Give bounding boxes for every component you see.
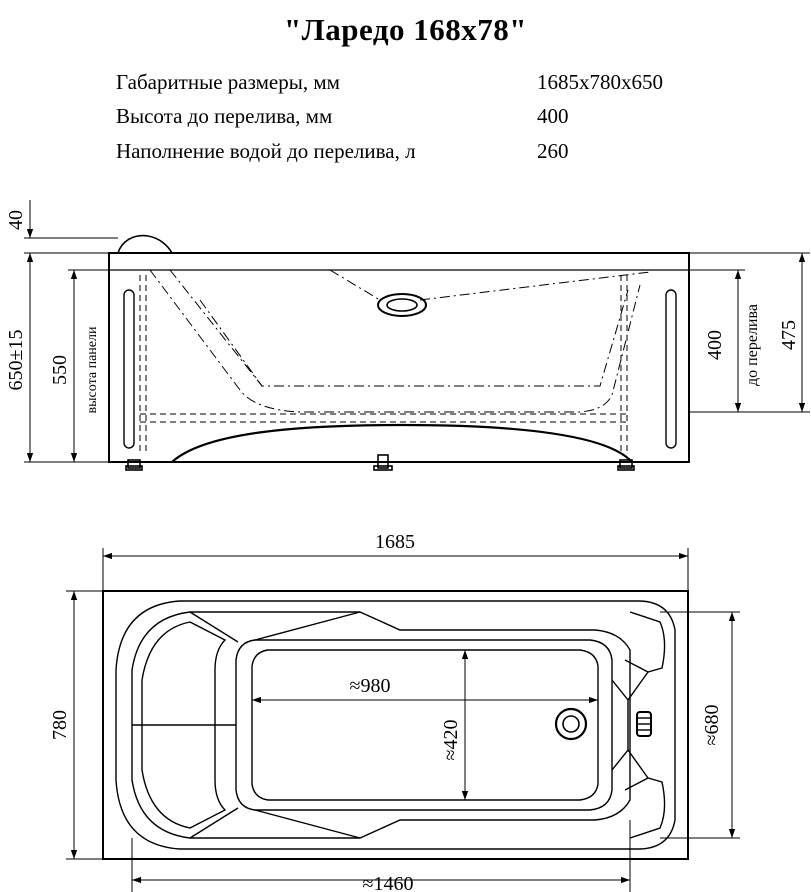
drain-inner (562, 715, 580, 733)
dim-overflow-label: 400 (704, 330, 726, 360)
headrest-right-upper (624, 611, 666, 673)
top-outline (102, 590, 689, 860)
dim-length-label: 1685 (375, 531, 415, 553)
spec-label: Наполнение водой до перелива, л (116, 139, 416, 163)
bath-body-outline (108, 252, 690, 463)
dim-680-label: ≈680 (701, 705, 723, 746)
overflow-drain (377, 293, 427, 317)
headrest-right-lower (624, 777, 666, 839)
panel-height-label: высота панели (85, 326, 100, 413)
top-view (102, 590, 689, 860)
spec-value: 260 (537, 139, 569, 163)
dim-right-label: 475 (778, 320, 800, 350)
spec-label: Габаритные размеры, мм (116, 70, 340, 94)
dim-rim-label: 40 (5, 210, 27, 230)
dim-width-label: 780 (49, 710, 71, 740)
bowl-floor (251, 649, 599, 801)
drain-outer (554, 707, 588, 741)
spec-row-water-volume: Наполнение водой до перелива, л 260 (116, 139, 736, 169)
dim-panel-label: 550 (49, 355, 71, 385)
pillow-right (611, 679, 629, 771)
side-light-right (665, 289, 677, 449)
spec-value: 400 (537, 104, 569, 128)
dim-bottom-length-label: ≈1460 (363, 873, 414, 892)
drawing-title: "Ларедо 168x78" (283, 12, 528, 47)
overflow-label: до перелива (744, 304, 761, 386)
dim-total-height-label: 650±15 (5, 330, 27, 391)
inner-bowl (149, 269, 651, 413)
top-dimensions (66, 548, 740, 892)
overflow-drain-inner (386, 298, 418, 312)
dim-inner-length-label: ≈980 (350, 675, 391, 697)
frame-legs (139, 275, 628, 455)
bowl-bottom (235, 639, 613, 811)
side-light-left (123, 289, 135, 449)
support-feet (125, 454, 635, 471)
spec-value: 1685x780x650 (537, 70, 663, 94)
headrest-profile (117, 234, 173, 254)
spec-row-dimensions: Габаритные размеры, мм 1685x780x650 (116, 70, 736, 100)
bottom-arc (171, 423, 633, 463)
side-dimensions (24, 200, 810, 463)
backrest-left (141, 621, 227, 829)
spec-row-overflow-height: Высота до перелива, мм 400 (116, 104, 736, 134)
rim-inner-edge (115, 600, 676, 850)
side-view (108, 234, 690, 471)
spec-label: Высота до перелива, мм (116, 104, 333, 128)
dim-inner-width-label: ≈420 (440, 720, 462, 761)
